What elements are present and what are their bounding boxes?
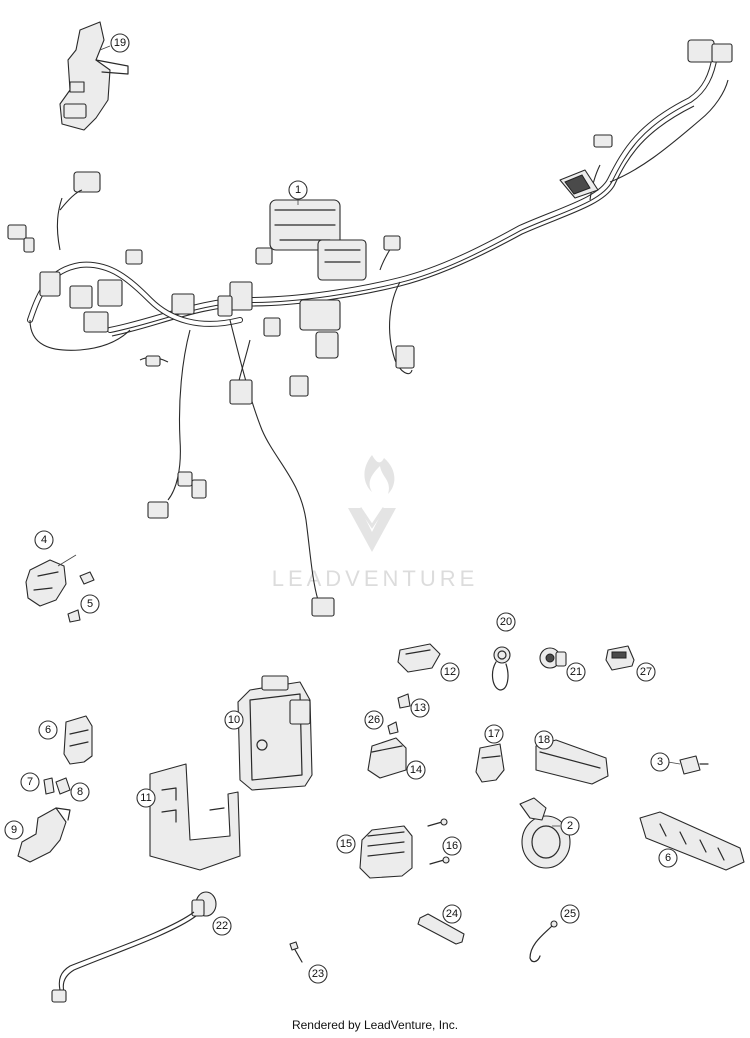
callout-23[interactable]: 23 [308,964,328,984]
callout-3-label: 3 [657,756,663,768]
callout-7-label: 7 [27,776,33,788]
part-16-screw [427,818,450,865]
callout-4[interactable]: 4 [34,530,54,550]
callout-10[interactable]: 10 [224,710,244,730]
callout-17[interactable]: 17 [484,724,504,744]
callout-12[interactable]: 12 [440,662,460,682]
part-18-module [535,739,609,785]
part-19-bracket [59,21,129,131]
callout-6-left[interactable]: 6 [38,720,58,740]
callout-25[interactable]: 25 [560,904,580,924]
leader-lines [57,45,681,827]
callout-27[interactable]: 27 [636,662,656,682]
callout-7[interactable]: 7 [20,772,40,792]
callout-14-label: 14 [410,764,422,776]
callout-19[interactable]: 19 [110,33,130,53]
callout-11-label: 11 [140,792,151,804]
part-27-switch [605,645,635,671]
part-5-screw [67,609,81,623]
callout-22-label: 22 [216,920,228,932]
callout-20-label: 20 [500,616,512,628]
callout-12-label: 12 [444,666,456,678]
part-21-usb-socket [539,647,567,669]
callout-8[interactable]: 8 [70,782,90,802]
part-25-wire-clip [529,920,558,963]
part-9-bracket [17,807,71,863]
part-15-regulator [359,825,413,879]
part-24-strap [417,913,465,945]
part-22-sensor-cable [51,891,217,1003]
callout-9-label: 9 [11,824,17,836]
watermark-text: LEADVENTURE [272,566,479,591]
part-2-horn [519,797,571,869]
part-10-ecu [237,675,313,791]
callout-3[interactable]: 3 [650,752,670,772]
part-4-holder [25,559,95,607]
part-12-bracket [397,643,441,673]
callout-26[interactable]: 26 [364,710,384,730]
callout-1-label: 1 [295,184,301,196]
part-17-relay [475,743,505,783]
part-26-fuse [387,721,399,735]
part-6-harness-cover-right [639,811,745,871]
callout-16[interactable]: 16 [442,836,462,856]
callout-16-label: 16 [446,840,458,852]
part-13-small-relay [397,693,411,709]
callout-18[interactable]: 18 [534,730,554,750]
callout-21[interactable]: 21 [566,662,586,682]
callout-24[interactable]: 24 [442,904,462,924]
callout-11[interactable]: 11 [136,788,156,808]
callout-22[interactable]: 22 [212,916,232,936]
render-credit: Rendered by LeadVenture, Inc. [291,1018,459,1032]
callout-26-label: 26 [368,714,380,726]
callout-2[interactable]: 2 [560,816,580,836]
callout-23-label: 23 [312,968,324,980]
callout-1[interactable]: 1 [288,180,308,200]
part-11-ecu-holder [149,763,241,871]
callout-2-label: 2 [567,820,573,832]
callout-5-label: 5 [87,598,93,610]
main-wiring-harness [7,39,733,617]
part-6-connector-left [63,715,93,765]
callout-13-label: 13 [414,702,426,714]
callout-6-left-label: 6 [45,724,51,736]
callout-9[interactable]: 9 [4,820,24,840]
part-14-relay [367,737,407,779]
callout-8-label: 8 [77,786,83,798]
part-23-pin [289,941,303,963]
callout-18-label: 18 [538,734,550,746]
callout-6-right[interactable]: 6 [658,848,678,868]
callout-6-right-label: 6 [665,852,671,864]
callout-20[interactable]: 20 [496,612,516,632]
callout-14[interactable]: 14 [406,760,426,780]
callout-10-label: 10 [228,714,240,726]
callout-19-label: 19 [114,37,126,49]
watermark-logo [348,455,396,552]
callout-27-label: 27 [640,666,652,678]
part-20-socket-cap [491,646,511,691]
callout-4-label: 4 [41,534,47,546]
part-8-clip [55,777,71,795]
callout-24-label: 24 [446,908,458,920]
callout-15-label: 15 [340,838,352,850]
part-7-clip [43,777,55,795]
callout-21-label: 21 [570,666,582,678]
part-3-connector [679,755,709,775]
callout-17-label: 17 [488,728,500,740]
callout-5[interactable]: 5 [80,594,100,614]
callout-15[interactable]: 15 [336,834,356,854]
callout-13[interactable]: 13 [410,698,430,718]
callout-25-label: 25 [564,908,576,920]
